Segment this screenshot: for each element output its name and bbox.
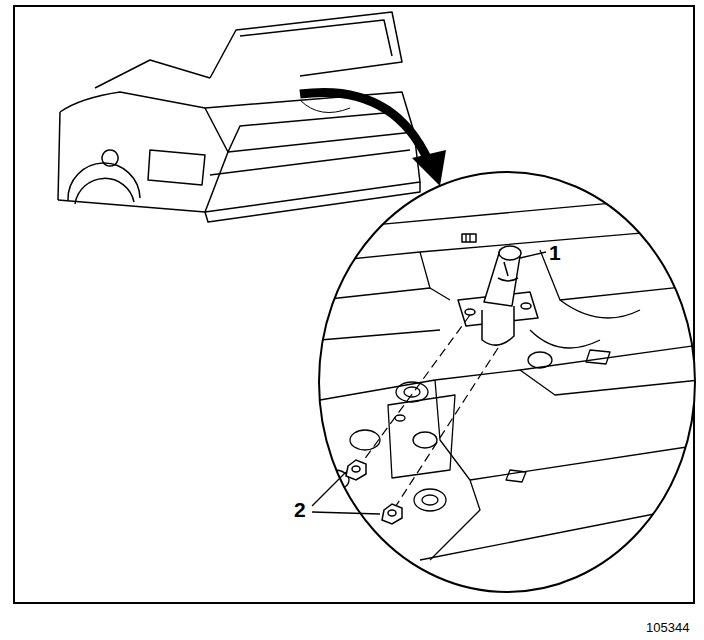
label-holder: 2 bbox=[294, 499, 306, 521]
callout-number: 1 bbox=[549, 242, 561, 263]
label-holder: 1 bbox=[549, 242, 561, 264]
figure-number: 105344 bbox=[646, 621, 689, 634]
label-holder: 105344 bbox=[646, 618, 689, 636]
callout-number: 2 bbox=[294, 499, 306, 520]
